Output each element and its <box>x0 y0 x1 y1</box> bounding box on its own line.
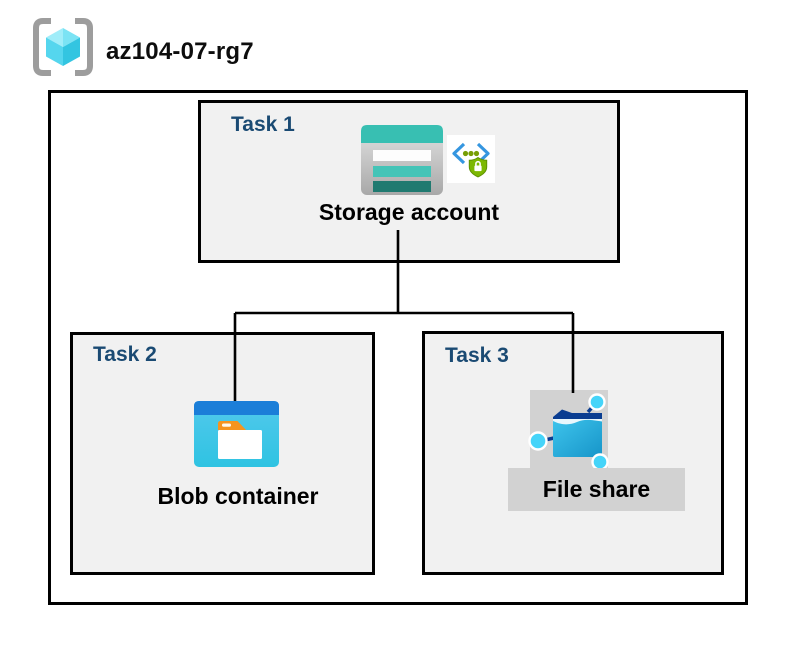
task3-box: Task 3 File share <box>422 331 724 575</box>
task3-label: Task 3 <box>445 344 509 367</box>
resource-group-name: az104-07-rg7 <box>106 38 254 65</box>
task1-label: Task 1 <box>231 113 295 136</box>
task2-box: Task 2 Blob container <box>70 332 375 575</box>
file-share-label: File share <box>508 468 685 511</box>
blob-container-icon <box>194 401 279 467</box>
storage-account-label: Storage account <box>318 199 500 225</box>
file-share-icon-highlight <box>528 390 609 471</box>
task2-label: Task 2 <box>93 343 157 366</box>
task1-box: Task 1 Storage account <box>198 100 620 263</box>
resource-group-icon <box>33 18 93 76</box>
storage-account-icon <box>361 125 443 195</box>
file-share-icon <box>528 393 609 471</box>
shared-access-signature-icon <box>447 135 495 183</box>
blob-container-label: Blob container <box>157 483 319 509</box>
